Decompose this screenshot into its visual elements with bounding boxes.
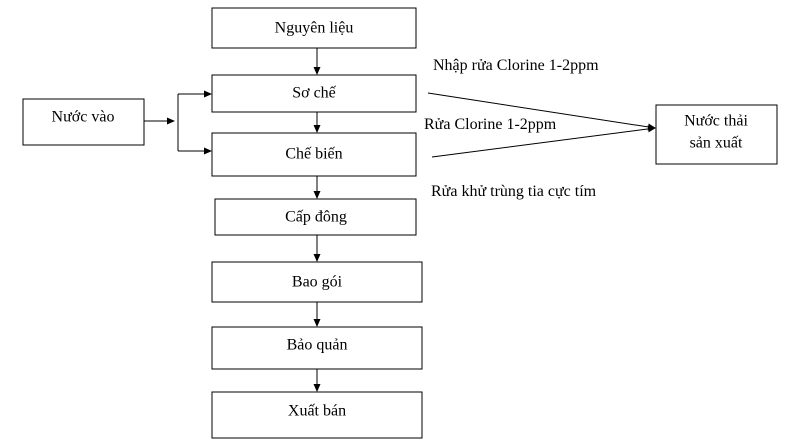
output-nuoc-thai: Nước thải sản xuất xyxy=(655,104,778,165)
arrow-waste-from-so-che xyxy=(427,92,656,131)
input-nuoc-vao: Nước vào xyxy=(22,98,145,146)
input-label: Nước vào xyxy=(52,109,115,126)
step-xuat-ban: Xuất bán xyxy=(211,391,423,439)
step-label: Sơ chế xyxy=(292,85,336,102)
step-label: Chế biến xyxy=(285,146,342,163)
step-label: Xuất bán xyxy=(288,403,346,420)
note-nhap-rua: Nhập rửa Clorine 1-2ppm xyxy=(433,57,599,74)
note-khu-trung: Rửa khử trùng tia cực tím xyxy=(431,183,597,200)
step-so-che: Sơ chế xyxy=(211,74,417,113)
note-rua-clorine: Rửa Clorine 1-2ppm xyxy=(424,116,557,133)
step-cap-dong: Cấp đông xyxy=(214,198,417,236)
step-label: Bảo quản xyxy=(287,337,348,354)
step-bao-goi: Bao gói xyxy=(211,261,423,303)
step-label: Nguyên liệu xyxy=(275,20,354,37)
output-label-line1: Nước thải xyxy=(684,113,748,130)
step-che-bien: Chế biến xyxy=(211,132,417,177)
step-label: Cấp đông xyxy=(285,209,347,226)
arrow-waste-from-che-bien xyxy=(431,125,656,158)
step-label: Bao gói xyxy=(292,274,343,291)
step-nguyen-lieu: Nguyên liệu xyxy=(211,7,417,49)
output-label-line2: sản xuất xyxy=(690,135,743,152)
step-bao-quan: Bảo quản xyxy=(211,326,423,370)
